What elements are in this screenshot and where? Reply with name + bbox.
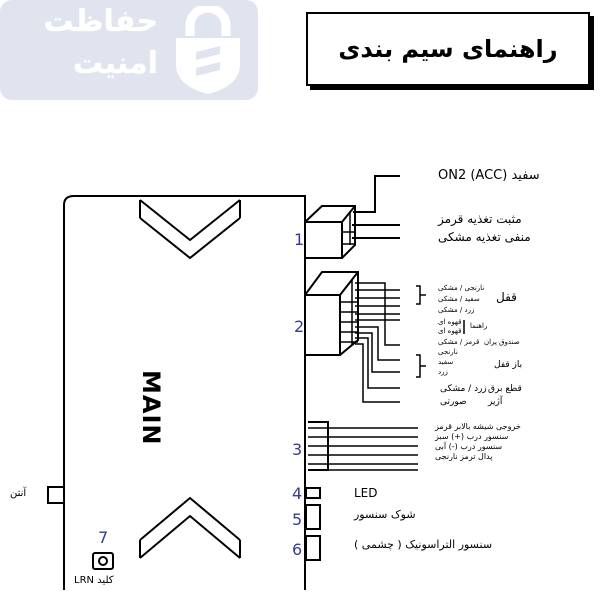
connector-4 [305, 487, 321, 499]
port-number: 4 [292, 484, 303, 503]
label-wire: زرد [438, 368, 448, 376]
label-output: سنسور درب (-) آبی [435, 442, 503, 451]
bottom-chevron [139, 496, 241, 559]
label-wire: قهوه ای [438, 327, 462, 335]
label-lrn: کلید LRN [74, 575, 114, 586]
main-label: MAIN [137, 370, 165, 446]
port-number: 2 [294, 317, 305, 336]
label-wire: زرد / مشکی [440, 384, 487, 394]
port-number: 6 [292, 540, 303, 559]
lrn-button [92, 552, 114, 570]
label-trunk: صندوق پران [484, 338, 520, 346]
logo: حفاظت امنیت [0, 0, 258, 100]
label-led: LED [354, 486, 378, 500]
port-number: 1 [294, 230, 305, 249]
shield-lock-icon [176, 6, 240, 94]
label-power-negative: منفی تغذیه مشکی [438, 230, 531, 244]
connector-5 [305, 504, 321, 530]
port-number: 7 [98, 528, 109, 547]
label-wire: سفید / مشکی [438, 295, 480, 303]
label-wire: نارنجی / مشکی [438, 284, 485, 292]
label-lock: قفل [496, 290, 517, 304]
page-title: راهنمای سیم بندی [338, 35, 558, 63]
label-wire: قرمز / مشکی [438, 338, 480, 346]
label-cutoff: قطع برق [488, 384, 522, 394]
label-output: سنسور درب (+) سبز [435, 432, 509, 441]
title-box: راهنمای سیم بندی [306, 12, 590, 86]
label-acc: سفید ON2 (ACC) [438, 168, 540, 183]
logo-text: حفاظت [43, 4, 159, 39]
antenna-port [47, 486, 65, 504]
label-wire: قهوه ای [438, 318, 462, 326]
connector-1 [304, 175, 400, 259]
label-output: پدال ترمز نارنجی [435, 452, 493, 461]
connector-3 [308, 421, 418, 471]
port-number: 3 [292, 440, 303, 459]
label-wire: سفید [438, 358, 454, 366]
connector-6 [305, 535, 321, 561]
label-shock-sensor: شوک سنسور [354, 508, 416, 521]
port-number: 5 [292, 510, 303, 529]
label-antenna: آنتن [10, 488, 27, 499]
main-unit [63, 195, 306, 590]
label-unlock: باز قفل [494, 360, 523, 370]
label-siren: آژیر [488, 397, 503, 407]
label-wire: نارنجی [438, 348, 458, 356]
label-wire: زرد / مشکی [438, 306, 475, 314]
label-wire: صورتی [440, 397, 467, 407]
top-chevron [139, 199, 241, 260]
label-output: خروجی شیشه بالابر قرمز [435, 422, 521, 431]
label-ultrasonic: سنسور التراسونیک ( چشمی ) [354, 538, 493, 551]
label-turn-signal: راهنما [470, 322, 488, 330]
logo-text: امنیت [72, 46, 158, 81]
connector-2 [304, 271, 400, 403]
label-power-positive: مثبت تغذیه قرمز [438, 212, 522, 226]
